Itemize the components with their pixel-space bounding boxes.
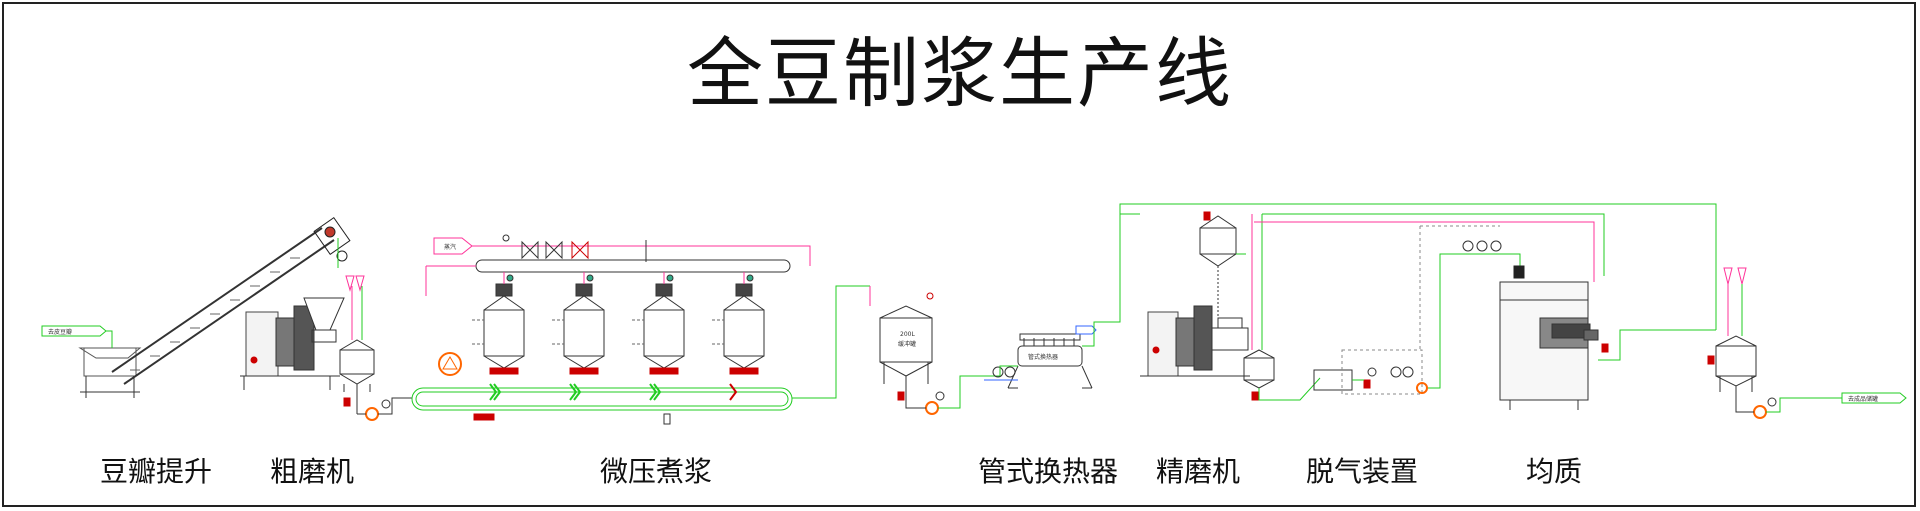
fine-feed-tank xyxy=(1199,211,1246,318)
svg-text:缓冲罐: 缓冲罐 xyxy=(898,340,916,348)
stage-label-coarse: 粗磨机 xyxy=(270,455,355,488)
stage-label-fine: 精磨机 xyxy=(1156,455,1241,488)
homogenizer xyxy=(1499,265,1609,410)
outlet-tag: 去成品储罐 xyxy=(1841,392,1907,404)
stage-label-lift: 豆瓣提升 xyxy=(100,455,213,488)
cook-circulation-loop xyxy=(411,285,870,425)
cook-tank-4 xyxy=(712,272,765,375)
steam-header xyxy=(425,259,791,296)
stage-label-degas: 脱气装置 xyxy=(1306,455,1419,488)
final-tank xyxy=(1707,267,1842,419)
product-lines xyxy=(1254,203,1717,361)
fine-grinder xyxy=(1140,305,1250,377)
cook-tank-2 xyxy=(552,272,605,375)
svg-text:管式换热器: 管式换热器 xyxy=(1028,353,1058,361)
cook-tank-3 xyxy=(632,272,685,375)
steam-inlet: 蒸汽 xyxy=(433,234,811,266)
cook-tank-1 xyxy=(472,272,525,375)
degas-gauges xyxy=(1460,240,1521,276)
svg-text:蒸汽: 蒸汽 xyxy=(444,243,456,251)
fine-tank xyxy=(1243,214,1321,401)
coarse-tank xyxy=(339,275,375,392)
svg-text:200L: 200L xyxy=(900,331,915,338)
stage-label-cook: 微压煮浆 xyxy=(600,455,713,488)
diagram-title: 全豆制浆生产线 xyxy=(687,29,1233,118)
coarse-grinder xyxy=(240,297,345,390)
screw-elevator xyxy=(111,216,351,385)
svg-text:去成品储罐: 去成品储罐 xyxy=(1848,395,1878,403)
stage-label-heat: 管式换热器 xyxy=(978,455,1119,488)
bean-hopper xyxy=(78,347,142,398)
coarse-pump xyxy=(343,384,412,421)
buffer-tank: 200L 缓冲罐 xyxy=(869,286,1000,415)
safety-valve-symbol xyxy=(438,352,462,376)
svg-text:去皮豆瓣: 去皮豆瓣 xyxy=(48,328,72,336)
inlet-tag: 去皮豆瓣 xyxy=(41,325,113,348)
degassing-unit xyxy=(1313,225,1500,395)
tube-heat-exchanger: 管式换热器 xyxy=(984,203,1260,389)
stage-label-homog: 均质 xyxy=(1526,455,1583,488)
